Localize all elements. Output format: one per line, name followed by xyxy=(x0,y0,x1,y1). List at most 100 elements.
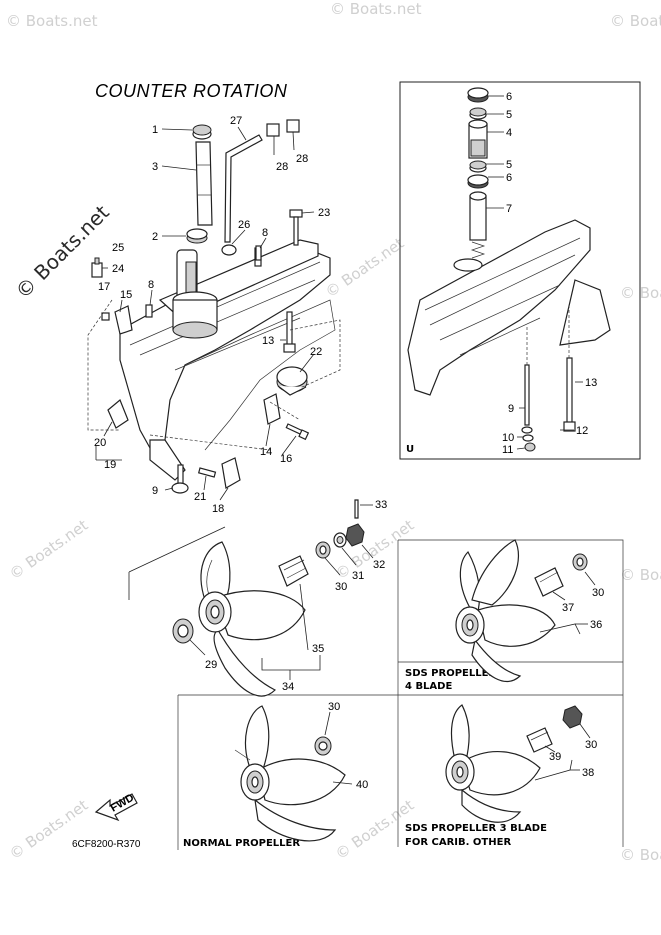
callout-30: 30 xyxy=(335,581,347,593)
part-21-screw xyxy=(197,467,217,478)
normal-propeller xyxy=(234,705,346,842)
part-18-cover xyxy=(221,457,241,489)
watermarks: © Boats.net © Boats.net © Boats.net © Bo… xyxy=(6,0,661,864)
callout-34: 34 xyxy=(282,681,294,693)
callout-4: 4 xyxy=(506,127,512,139)
callout-10: 10 xyxy=(502,432,514,444)
callout-30: 30 xyxy=(585,739,597,751)
callout-39: 39 xyxy=(549,751,561,763)
watermark-text: © Boats.net xyxy=(322,234,407,301)
normal-leader-40 xyxy=(332,781,353,785)
callout-25: 25 xyxy=(112,242,124,254)
callout-leaders-right xyxy=(486,95,583,450)
part-27-shift-rod xyxy=(224,134,263,243)
watermark-text: © Boats.net xyxy=(620,846,661,864)
sds3-label-line1: SDS PROPELLER 3 BLADE xyxy=(405,823,547,834)
callout-6: 6 xyxy=(506,91,512,103)
normal-propeller-label: NORMAL PROPELLER xyxy=(183,838,300,849)
callout-9: 9 xyxy=(152,485,158,497)
sds4-label-line1: SDS PROPELLER xyxy=(405,668,496,679)
callout-9: 9 xyxy=(508,403,514,415)
callout-8: 8 xyxy=(262,227,268,239)
callout-37: 37 xyxy=(562,602,574,614)
dashed-leaders-left xyxy=(87,299,341,451)
callout-32: 32 xyxy=(373,559,385,571)
callout-28: 28 xyxy=(296,153,308,165)
main-propeller-leaders xyxy=(128,504,374,680)
part-14-anode xyxy=(263,393,281,425)
callout-leaders-left xyxy=(95,126,315,501)
callout-24: 24 xyxy=(112,263,124,275)
callout-36: 36 xyxy=(590,619,602,631)
callout-35: 35 xyxy=(312,643,324,655)
part-23-bolt xyxy=(289,209,303,246)
watermark-text: © Boats.net xyxy=(6,516,91,583)
sds-4-blade-propeller xyxy=(455,539,588,682)
part-24-plug xyxy=(91,257,103,278)
part-8-pin xyxy=(255,245,262,261)
callout-33: 33 xyxy=(375,499,387,511)
part-16-bolt xyxy=(285,423,310,441)
part-26-grommet xyxy=(221,244,237,256)
callout-20: 20 xyxy=(94,437,106,449)
watermark-text: © Boats.net xyxy=(330,0,422,18)
part-15-bracket xyxy=(114,305,133,335)
callout-38: 38 xyxy=(582,767,594,779)
callout-18: 18 xyxy=(212,503,224,515)
callout-12: 12 xyxy=(576,425,588,437)
callout-22: 22 xyxy=(310,346,322,358)
callout-40: 40 xyxy=(356,779,368,791)
sds-4-leaders xyxy=(539,571,596,635)
part-28-clip xyxy=(286,119,300,133)
callout-14: 14 xyxy=(260,446,272,458)
callout-29: 29 xyxy=(205,659,217,671)
callout-30: 30 xyxy=(592,587,604,599)
part-3-water-tube xyxy=(195,141,213,226)
part-28-clip xyxy=(266,123,280,137)
part-20-trim-tab xyxy=(107,399,129,429)
callouts-right: 6 5 4 5 6 7 13 9 12 10 11 xyxy=(502,91,597,456)
callout-28: 28 xyxy=(276,161,288,173)
callout-16: 16 xyxy=(280,453,292,465)
callout-5: 5 xyxy=(506,159,512,171)
sds-3-blade-propeller xyxy=(445,704,583,823)
callout-13: 13 xyxy=(585,377,597,389)
callout-27: 27 xyxy=(230,115,242,127)
sds3-label-line2: FOR CARIB. OTHER xyxy=(405,837,511,848)
normal-leader-30 xyxy=(324,711,331,736)
callout-15: 15 xyxy=(120,289,132,301)
callout-3: 3 xyxy=(152,161,158,173)
watermark-text: © Boats.net xyxy=(610,12,661,30)
main-propeller xyxy=(172,499,365,697)
callout-21: 21 xyxy=(194,491,206,503)
part-17-screw xyxy=(101,312,110,321)
propeller-box-frames xyxy=(177,539,624,850)
sds4-label-line2: 4 BLADE xyxy=(405,681,452,692)
detail-box-u xyxy=(399,81,641,460)
lower-case-assembly xyxy=(119,239,336,481)
callout-17: 17 xyxy=(98,281,110,293)
callout-11: 11 xyxy=(502,444,513,456)
callout-1: 1 xyxy=(152,124,158,136)
callout-6: 6 xyxy=(506,172,512,184)
diagram-code: 6CF8200-R370 xyxy=(72,839,141,850)
callout-19: 19 xyxy=(104,459,116,471)
callout-8: 8 xyxy=(148,279,154,291)
part-22-anode xyxy=(276,366,308,396)
callout-23: 23 xyxy=(318,207,330,219)
callout-7: 7 xyxy=(506,203,512,215)
part-9-bolt xyxy=(171,464,189,494)
view-label: U xyxy=(406,444,414,455)
watermark-text: © Boats.net xyxy=(6,12,98,30)
u-view-assembly xyxy=(407,87,611,452)
part-2-grommet xyxy=(186,228,208,244)
fwd-arrow-icon: FWD xyxy=(94,792,138,822)
callout-2: 2 xyxy=(152,231,158,243)
diagram-title: COUNTER ROTATION xyxy=(95,81,288,101)
callout-30: 30 xyxy=(328,701,340,713)
sds-3-leaders xyxy=(534,723,591,781)
callout-31: 31 xyxy=(352,570,364,582)
callout-26: 26 xyxy=(238,219,250,231)
callouts-left: 1 3 2 27 28 28 26 8 23 25 24 8 17 15 13 … xyxy=(94,115,330,515)
